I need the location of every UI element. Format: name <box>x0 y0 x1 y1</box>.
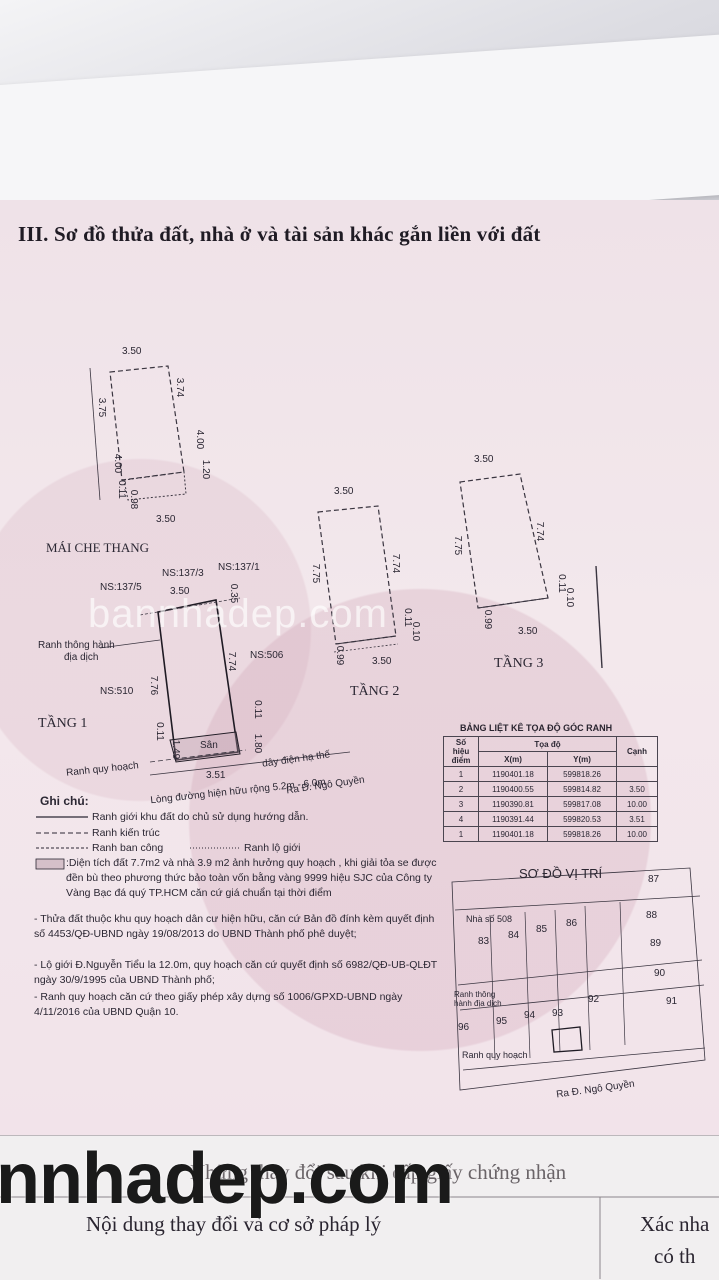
lot-number: 96 <box>458 1022 470 1033</box>
floor2-label: TẦNG 2 <box>350 684 400 699</box>
changes-header: Những thay đổi sau khi cấp giấy chứng nh… <box>190 1160 567 1184</box>
dim-label: 0.98 <box>128 489 140 510</box>
floor1-label: TẦNG 1 <box>38 716 88 731</box>
dim-label: 3.50 <box>474 454 494 465</box>
dim-label: 0.11 <box>251 700 263 719</box>
location-annotation: Ranh quy hoạch <box>462 1050 528 1060</box>
coords-header: Y(m) <box>547 751 617 767</box>
changes-column-content: Nội dung thay đổi và cơ sở pháp lý <box>86 1212 382 1236</box>
legend-item: Ranh giới khu đất do chủ sử dụng hướng d… <box>92 811 309 823</box>
dim-label: 3.74 <box>174 377 186 398</box>
neighbor-label: NS:137/1 <box>218 562 260 573</box>
plot-drawings <box>35 365 706 1091</box>
legend-item: Ranh kiến trúc <box>92 827 160 839</box>
dim-label: 4.00 <box>112 453 124 474</box>
dim-label: 3.50 <box>122 346 142 357</box>
changes-column-confirm: Xác nha <box>640 1212 710 1236</box>
dim-label: 3.50 <box>518 626 538 637</box>
dim-label: 3.50 <box>334 486 354 497</box>
dim-label: 1.80 <box>252 733 264 754</box>
legend-lines <box>35 816 240 870</box>
floor1-drawing <box>99 597 351 776</box>
dim-label: 0.11 <box>115 480 127 499</box>
lot-number: 88 <box>646 910 658 921</box>
changes-table-lines <box>0 1196 719 1279</box>
neighbor-label: NS:506 <box>250 650 284 661</box>
dim-label: 7.74 <box>534 521 546 542</box>
annotation-label: Sân <box>200 740 218 751</box>
dim-label: 7.74 <box>226 651 238 672</box>
coords-header: Tọa độ <box>478 736 617 752</box>
certificate-page <box>0 200 719 1140</box>
note-paragraph: - Lộ giới Đ.Nguyễn Tiểu la 12.0m, quy ho… <box>34 959 438 986</box>
dim-label: 0.99 <box>482 609 494 630</box>
dim-label: 3.50 <box>170 586 190 597</box>
lot-number: 84 <box>508 930 520 941</box>
changes-section <box>0 1135 719 1280</box>
dim-label: 3.50 <box>372 656 392 667</box>
section-title: III. Sơ đồ thửa đất, nhà ở và tài sản kh… <box>18 222 541 246</box>
house-number-label: Nhà số 508 <box>466 914 513 924</box>
coords-table-title: BẢNG LIỆT KÊ TỌA ĐỘ GÓC RANH <box>460 723 613 733</box>
dim-label: 0.10 <box>564 587 576 608</box>
watermark-text: bannhadep.com <box>88 592 388 636</box>
dim-label: 3.51 <box>206 770 226 781</box>
dim-label: 7.76 <box>148 675 160 696</box>
legend-item: Ranh ban công <box>92 842 164 854</box>
lot-number: 91 <box>666 996 678 1007</box>
hatched-note: :Diện tích đất 7.7m2 và nhà 3.9 m2 ảnh h… <box>66 857 437 899</box>
annotation-label: Ranh thông hành <box>38 640 115 651</box>
note-paragraph: - Thửa đất thuộc khu quy hoạch dân cư hi… <box>34 913 435 940</box>
changes-column-confirm-2: có th <box>654 1244 696 1268</box>
floor3-drawing <box>459 473 603 669</box>
lot-number: 95 <box>496 1016 508 1027</box>
lot-number: 85 <box>536 924 548 935</box>
lot-number: 90 <box>654 968 666 979</box>
dim-label: 1.49 <box>170 739 182 760</box>
location-annotation: Ranh thông hành địa dịch <box>454 990 502 1008</box>
dim-label: 7.74 <box>390 553 402 574</box>
legend-item: Ranh lộ giới <box>244 842 301 854</box>
location-map-drawing <box>451 867 706 1091</box>
dim-label: 1.20 <box>200 459 212 480</box>
neighbor-label: NS:137/5 <box>100 582 142 593</box>
lot-number: 92 <box>588 994 600 1005</box>
dim-label: 0.11 <box>153 722 165 741</box>
neighbor-label: NS:137/3 <box>162 568 204 579</box>
roof-cover-drawing <box>89 365 187 501</box>
notes-heading: Ghi chú: <box>40 794 89 808</box>
dim-label: 4.00 <box>194 429 206 450</box>
watermark-large: nnhadep.com <box>0 1139 454 1219</box>
lot-number: 89 <box>650 938 662 949</box>
location-map-title: SƠ ĐỒ VỊ TRÍ <box>519 866 603 881</box>
dim-label: 0.10 <box>410 621 422 642</box>
neighbor-label: NS:510 <box>100 686 134 697</box>
coords-header: X(m) <box>478 751 548 767</box>
floor3-label: TẦNG 3 <box>494 656 544 671</box>
annotation-label: địa dịch <box>64 652 99 663</box>
lot-number: 93 <box>552 1008 564 1019</box>
note-paragraph: - Ranh quy hoạch căn cứ theo giấy phép x… <box>34 991 403 1018</box>
coords-header: Số hiệu điểm <box>443 736 479 767</box>
dim-label: 3.75 <box>96 397 108 418</box>
lot-number: 83 <box>478 936 490 947</box>
lot-number: 86 <box>566 918 578 929</box>
dim-label: 7.75 <box>452 535 464 556</box>
dim-label: 0.99 <box>334 645 346 666</box>
lot-number: 94 <box>524 1010 536 1021</box>
roof-cover-label: MÁI CHE THANG <box>46 540 150 555</box>
lot-number: 87 <box>648 874 660 885</box>
dim-label: 7.75 <box>310 563 322 584</box>
coords-header: Cạnh <box>616 736 658 767</box>
floor2-drawing <box>317 505 399 653</box>
dim-label: 3.50 <box>156 514 176 525</box>
